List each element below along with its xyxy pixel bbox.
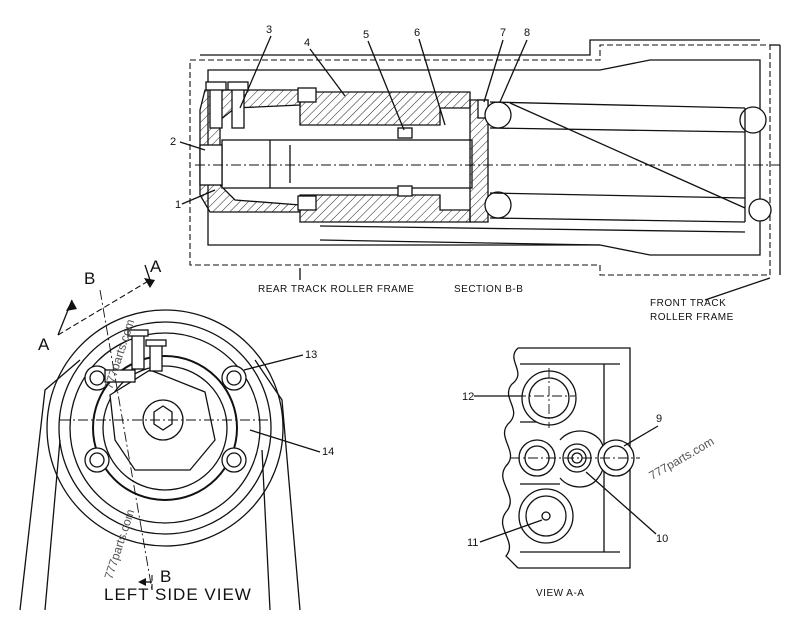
callout-14: 14 bbox=[322, 446, 334, 458]
callout-10: 10 bbox=[656, 533, 668, 545]
left-side-view-drawing bbox=[19, 289, 301, 611]
caption-rear-frame: REAR TRACK ROLLER FRAME bbox=[258, 284, 414, 295]
callout-group-top: 3 4 5 6 7 8 2 1 bbox=[170, 24, 530, 211]
callout-8: 8 bbox=[524, 27, 530, 39]
callout-7: 7 bbox=[500, 27, 506, 39]
callout-4: 4 bbox=[304, 37, 310, 49]
watermark-3: 777parts.com bbox=[647, 434, 717, 482]
caption-left-side-view: LEFT SIDE VIEW bbox=[104, 585, 252, 604]
caption-section-b-b: SECTION B-B bbox=[454, 284, 523, 295]
callout-5: 5 bbox=[363, 29, 369, 41]
view-a-a-drawing bbox=[480, 347, 640, 569]
callout-11: 11 bbox=[467, 537, 478, 549]
caption-front-frame-2: ROLLER FRAME bbox=[650, 312, 734, 323]
section-markers: A A B B bbox=[38, 257, 172, 590]
section-b-b-drawing bbox=[189, 39, 781, 276]
marker-b-top: B bbox=[84, 269, 96, 288]
marker-b-bottom: B bbox=[160, 567, 172, 586]
callout-12: 12 bbox=[462, 391, 474, 403]
callout-9: 9 bbox=[656, 413, 662, 425]
caption-front-frame-1: FRONT TRACK bbox=[650, 298, 726, 309]
callout-1: 1 bbox=[175, 199, 181, 211]
marker-a-top: A bbox=[150, 257, 162, 276]
marker-a-left: A bbox=[38, 335, 50, 354]
caption-view-a-a: VIEW A-A bbox=[536, 588, 584, 599]
callout-6: 6 bbox=[414, 27, 420, 39]
callout-13: 13 bbox=[305, 349, 317, 361]
callout-3: 3 bbox=[266, 24, 272, 36]
watermark-2: 777parts.com bbox=[102, 507, 138, 580]
callout-2: 2 bbox=[170, 136, 176, 148]
